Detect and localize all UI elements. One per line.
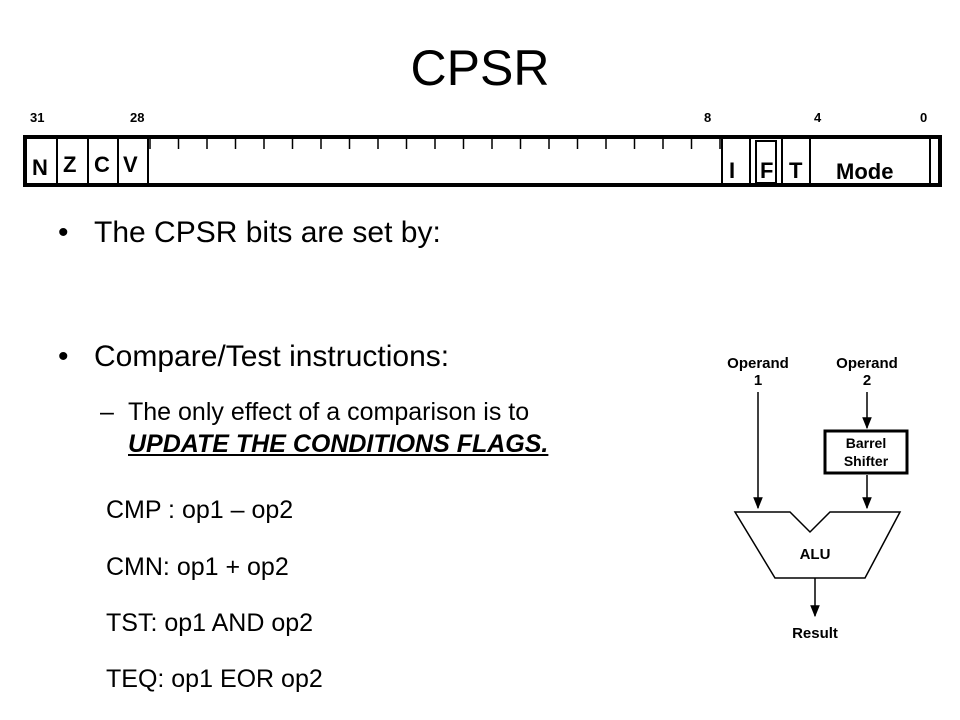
instruction-tst: TST: op1 AND op2 (106, 609, 314, 637)
bit-label-8: 8 (704, 110, 711, 125)
sub-bullet-text: The only effect of a comparison is to (128, 398, 530, 426)
register-frame (23, 135, 942, 187)
bullet-cpsr-set: • The CPSR bits are set by: (58, 215, 441, 251)
flag-f: F (760, 158, 773, 183)
sub-bullet-dash: – (100, 398, 114, 426)
bit-label-28: 28 (130, 110, 144, 125)
bullet-text: The CPSR bits are set by: (94, 216, 441, 249)
operand1-label: Operand (727, 355, 789, 372)
bullet-dot: • (58, 216, 69, 249)
instruction-teq: TEQ: op1 EOR op2 (106, 665, 323, 693)
barrel-shifter-box (823, 429, 909, 475)
flag-z: Z (63, 152, 76, 177)
alu-diagram: Operand 1 Operand 2 Barrel Shifter ALU R… (727, 355, 909, 642)
flag-n: N (32, 155, 48, 180)
alu-label: ALU (800, 546, 831, 563)
instruction-cmp: CMP : op1 – op2 (106, 496, 294, 524)
operand2-label: Operand (836, 355, 898, 372)
result-label: Result (792, 625, 838, 642)
slide-title: CPSR (410, 40, 550, 96)
sub-bullet-emphasis: UPDATE THE CONDITIONS FLAGS. (128, 430, 549, 458)
bit-label-4: 4 (814, 110, 822, 125)
sub-bullet-comparison: –The only effect of a comparison is to (100, 397, 529, 428)
bullet-compare-test: • Compare/Test instructions: (58, 339, 449, 375)
bit-label-0: 0 (920, 110, 927, 125)
shifter-label: Shifter (844, 453, 889, 469)
instruction-cmn: CMN: op1 + op2 (106, 553, 289, 581)
bullet-dot: • (58, 340, 69, 373)
flag-i: I (729, 158, 735, 183)
alu-shape (733, 511, 902, 579)
flag-v: V (123, 152, 138, 177)
bit-label-31: 31 (30, 110, 44, 125)
operand1-number: 1 (754, 372, 762, 389)
flag-c: C (94, 152, 110, 177)
cpsr-register-diagram: 31 28 8 4 0 N Z C V I F T Mode (23, 110, 942, 187)
bullet-text: Compare/Test instructions: (94, 340, 450, 373)
flag-t: T (789, 158, 803, 183)
bit-ticks (149, 139, 721, 149)
operand2-number: 2 (863, 372, 871, 389)
barrel-label: Barrel (846, 435, 886, 451)
mode-field: Mode (836, 159, 893, 184)
